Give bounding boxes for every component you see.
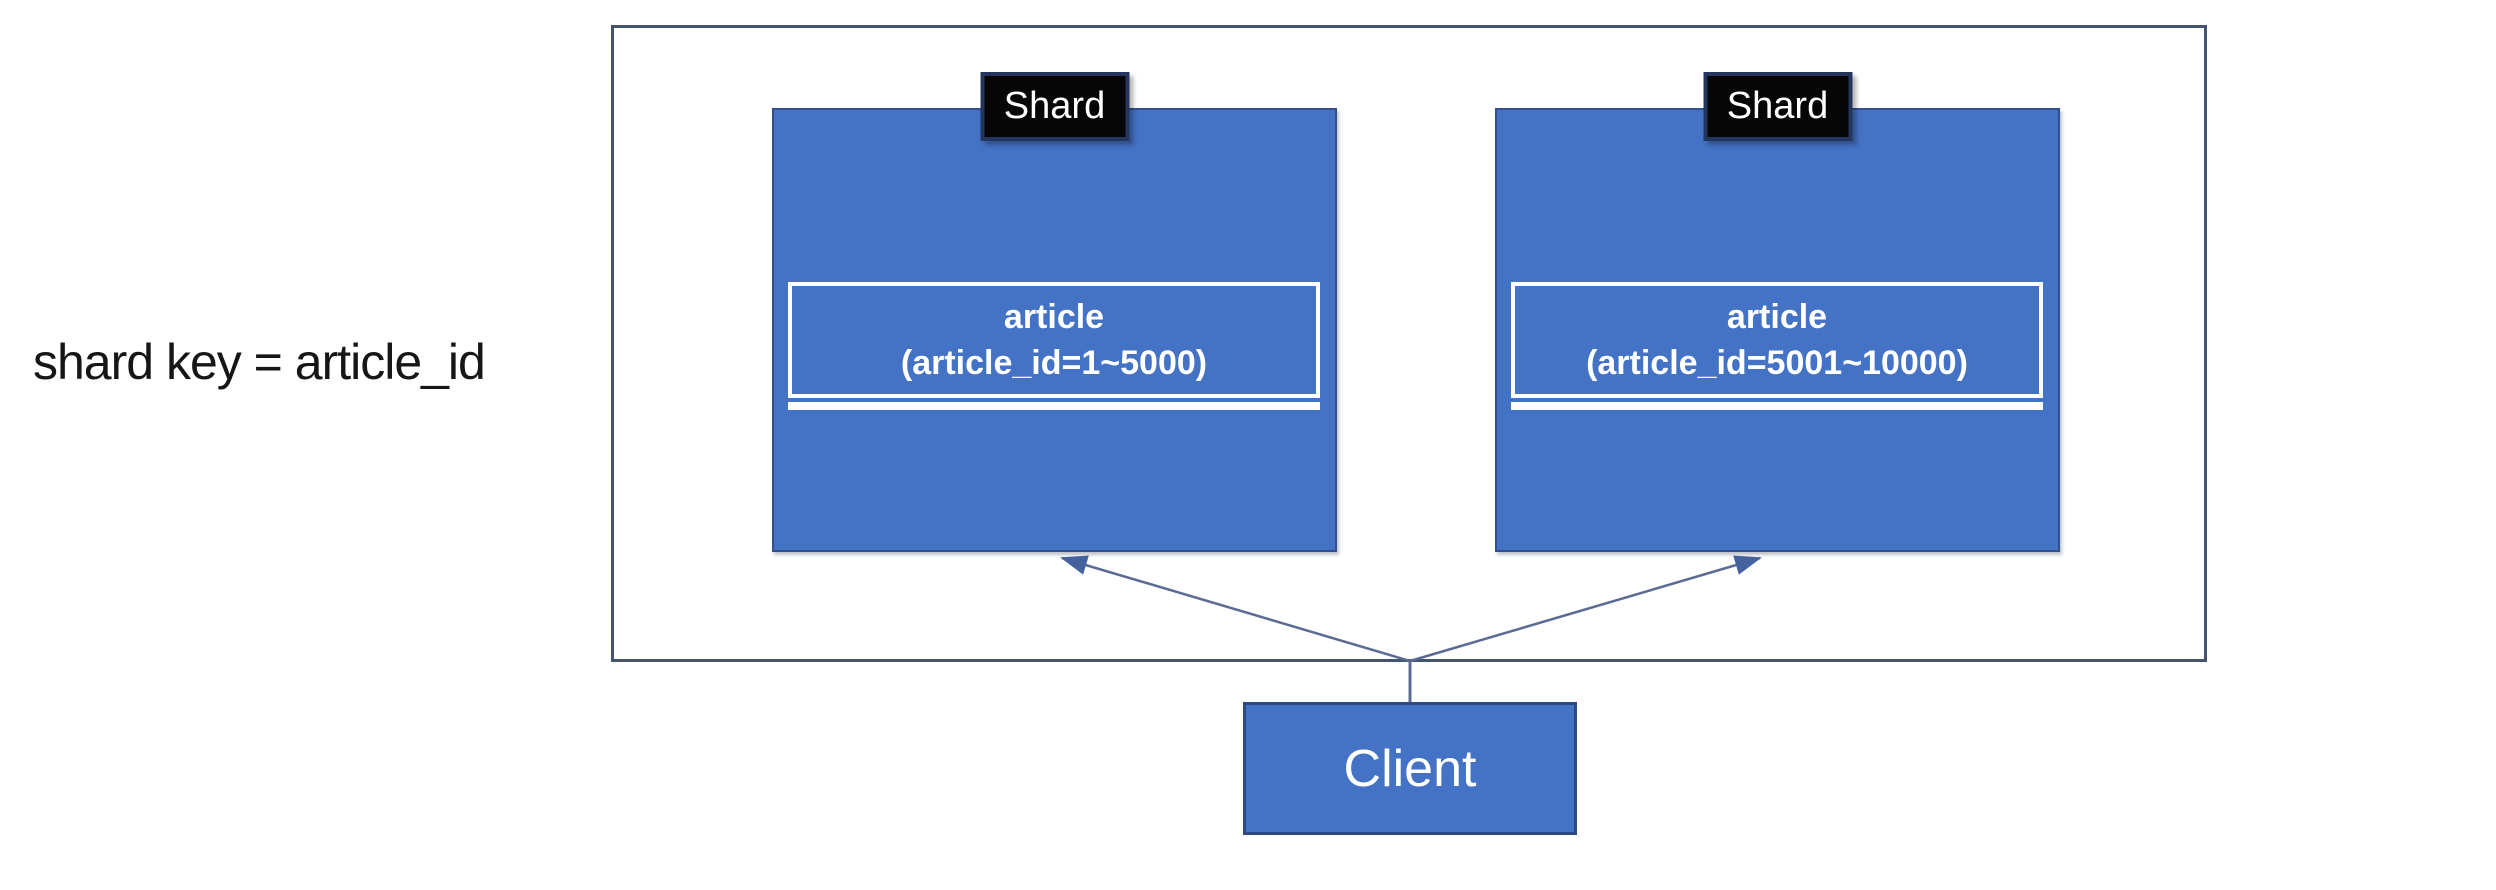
client-label: Client [1343, 739, 1477, 798]
shard-1-tag: Shard [980, 72, 1129, 141]
shard-1-article-table: article (article_id=1~5000) [788, 282, 1320, 398]
shard-1-table-id-range: (article_id=1~5000) [900, 344, 1208, 382]
shard-1-table-name: article [1003, 298, 1105, 336]
shard-2-table-underline [1511, 402, 2043, 410]
shard-1-table-underline [788, 402, 1320, 410]
shard-key-annotation: shard key = article_id [33, 334, 486, 390]
shard-1-tag-label: Shard [1003, 85, 1106, 127]
shard-2-table-id-range: (article_id=5001~10000) [1586, 344, 1968, 382]
shard-2-article-table: article (article_id=5001~10000) [1511, 282, 2043, 398]
client-box: Client [1243, 702, 1577, 835]
shard-2-tag: Shard [1703, 72, 1852, 141]
shard-2-tag-label: Shard [1726, 85, 1829, 127]
shard-box-2: Shard article (article_id=5001~10000) [1495, 72, 2060, 552]
shard-2-table-name: article [1726, 298, 1828, 336]
shard-box-1: Shard article (article_id=1~5000) [772, 72, 1337, 552]
